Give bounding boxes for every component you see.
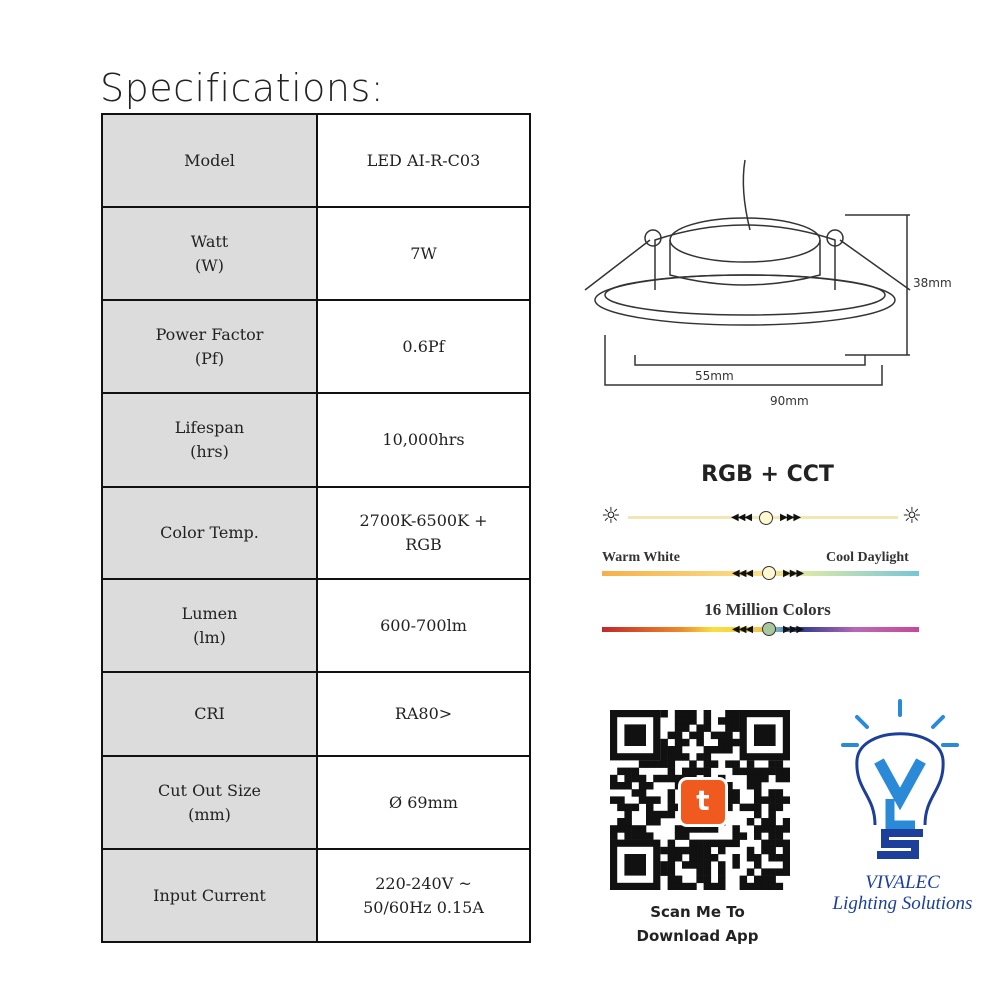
qr-caption-line-1: Scan Me To <box>650 903 745 921</box>
cool-sun-icon: ☼ <box>902 504 922 529</box>
spec-value: 7W <box>316 206 531 301</box>
arrows-right-icon: ▶▶▶ <box>780 512 801 523</box>
spec-label: Power Factor (Pf) <box>101 299 318 394</box>
spec-value-line: 7W <box>410 243 437 263</box>
spec-row: Cut Out Size (mm) Ø 69mm <box>101 755 531 850</box>
spec-label-line: (lm) <box>193 627 226 647</box>
spec-label-line: Watt <box>190 231 229 251</box>
arrows-left-icon: ◀◀◀ <box>732 568 753 579</box>
spec-label-line: Color Temp. <box>160 523 259 542</box>
white-slider-knob[interactable] <box>762 566 776 580</box>
spec-row: Model LED AI-R-C03 <box>101 113 531 208</box>
spec-value: RA80> <box>316 671 531 757</box>
spec-label: CRI <box>101 671 318 757</box>
qr-caption: Scan Me To Download App <box>610 900 785 948</box>
spec-value-line: 220-240V ~ <box>375 873 472 893</box>
logo-letter-l <box>885 799 915 830</box>
spec-value-line: Ø 69mm <box>389 792 458 812</box>
spec-label-line: (Pf) <box>194 348 225 368</box>
spec-value-line: 2700K-6500K + <box>359 511 488 530</box>
spec-row: Lumen (lm) 600-700lm <box>101 578 531 673</box>
spec-value: 10,000hrs <box>316 392 531 488</box>
spec-value: 220-240V ~ 50/60Hz 0.15A <box>316 848 531 943</box>
spec-value: LED AI-R-C03 <box>316 113 531 208</box>
white-temperature-slider[interactable] <box>602 571 919 576</box>
spec-label: Color Temp. <box>101 486 318 580</box>
warm-sun-icon: ☼ <box>601 504 621 529</box>
rgb-cct-heading: RGB + CCT <box>701 462 834 487</box>
rgb-color-slider[interactable] <box>602 627 919 632</box>
rgb-slider-knob[interactable] <box>762 622 776 636</box>
brand-name-line: VIVALEC <box>865 872 940 893</box>
outer-dimension: 90mm <box>770 394 809 408</box>
logo-letter-s <box>877 829 923 859</box>
spec-row: Watt (W) 7W <box>101 206 531 301</box>
spec-label-line: Cut Out Size <box>158 780 261 800</box>
spec-row: Color Temp. 2700K-6500K + RGB <box>101 486 531 580</box>
spec-value: 600-700lm <box>316 578 531 673</box>
spec-row: Lifespan (hrs) 10,000hrs <box>101 392 531 488</box>
spec-value-line: LED AI-R-C03 <box>366 150 481 170</box>
spec-label: Cut Out Size (mm) <box>101 755 318 850</box>
spec-row: CRI RA80> <box>101 671 531 757</box>
spec-row: Power Factor (Pf) 0.6Pf <box>101 299 531 394</box>
spec-value-line: RA80> <box>394 704 453 723</box>
spec-label: Lumen (lm) <box>101 578 318 673</box>
warm-white-label: Warm White <box>602 550 680 565</box>
spec-label-line: (W) <box>195 255 224 275</box>
arrows-left-icon: ◀◀◀ <box>732 624 753 635</box>
spec-value-line: 10,000hrs <box>382 430 465 449</box>
arrows-right-icon: ▶▶▶ <box>783 568 804 579</box>
spec-label: Watt (W) <box>101 206 318 301</box>
arrows-left-icon: ◀◀◀ <box>731 512 752 523</box>
spec-label-line: (hrs) <box>190 442 229 461</box>
spec-value-line: 0.6Pf <box>402 336 445 356</box>
inner-dimension: 55mm <box>695 369 734 383</box>
cool-daylight-label: Cool Daylight <box>826 550 909 565</box>
spec-row: Input Current 220-240V ~ 50/60Hz 0.15A <box>101 848 531 943</box>
spec-label-line: Model <box>184 150 235 170</box>
brand-tagline: Lighting Solutions <box>832 893 973 914</box>
height-dimension: 38mm <box>913 276 952 290</box>
page-title: Specifications: <box>100 66 385 110</box>
spec-value: 2700K-6500K + RGB <box>316 486 531 580</box>
qr-caption-line-2: Download App <box>636 927 759 945</box>
vls-bulb-logo <box>841 699 959 859</box>
spec-value-line: 50/60Hz 0.15A <box>363 897 484 917</box>
spec-label-line: Power Factor <box>155 324 264 344</box>
logo-letter-v <box>874 758 926 811</box>
spec-label: Input Current <box>101 848 318 943</box>
spec-label-line: Lumen <box>181 603 238 623</box>
tuya-app-icon: t <box>678 777 728 827</box>
spec-value-line: RGB <box>405 535 442 554</box>
arrows-right-icon: ▶▶▶ <box>783 624 804 635</box>
spec-label: Model <box>101 113 318 208</box>
spec-value: Ø 69mm <box>316 755 531 850</box>
spec-label-line: CRI <box>194 704 225 723</box>
spec-label: Lifespan (hrs) <box>101 392 318 488</box>
product-dimension-diagram: 38mm 55mm 90mm <box>584 159 952 408</box>
cct-slider-knob[interactable] <box>759 511 773 525</box>
spec-value-line: 600-700lm <box>380 615 467 635</box>
spec-label-line: (mm) <box>188 804 231 824</box>
million-colors-label: 16 Million Colors <box>704 600 831 619</box>
spec-value: 0.6Pf <box>316 299 531 394</box>
spec-label-line: Input Current <box>153 885 266 905</box>
spec-label-line: Lifespan <box>174 418 245 437</box>
